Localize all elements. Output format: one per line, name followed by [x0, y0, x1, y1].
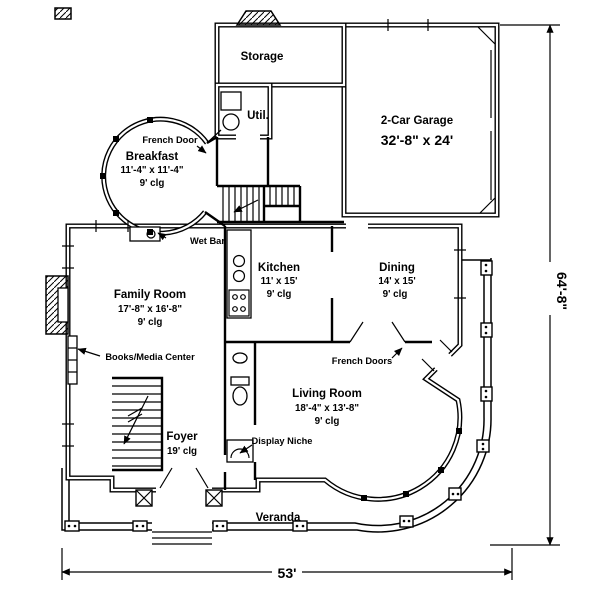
- foyer-label: Foyer: [166, 431, 198, 443]
- front-door-leaves: [159, 467, 209, 489]
- french-doors-callout: French Doors: [332, 356, 392, 366]
- display-niche-callout: Display Niche: [252, 436, 313, 446]
- french-doors-leaves: [349, 321, 406, 343]
- books-media-shelving: [67, 335, 78, 385]
- display-niche-fixture: [226, 439, 254, 463]
- french-doors-opening: [432, 351, 454, 373]
- living-room-ceiling: 9' clg: [315, 416, 340, 427]
- dining-label: Dining: [379, 262, 415, 274]
- garage-door-marks: [477, 26, 496, 214]
- breakfast-ceiling: 9' clg: [140, 178, 165, 189]
- interior-walls: [215, 137, 432, 490]
- family-room-ceiling: 9' clg: [138, 317, 163, 328]
- corner-french-doors-leaves: [421, 339, 453, 372]
- chimney: [54, 7, 282, 26]
- breakfast-label: Breakfast: [126, 151, 179, 163]
- breakfast-connector-walls: [204, 135, 226, 227]
- kitchen-size: 11' x 15': [261, 276, 298, 287]
- window-marks: [62, 19, 466, 501]
- front-steps: [152, 531, 212, 545]
- back-stair: [222, 186, 295, 222]
- callout-leaders: [77, 145, 403, 454]
- kitchen-ceiling: 9' clg: [267, 289, 292, 300]
- foyer-ceiling: 19' clg: [167, 446, 197, 457]
- family-room-label: Family Room: [114, 289, 186, 301]
- doors: [159, 129, 453, 489]
- dining-size: 14' x 15': [378, 276, 415, 287]
- dining-ceiling: 9' clg: [383, 289, 408, 300]
- kitchen-label: Kitchen: [258, 262, 300, 274]
- living-room-size: 18'-4" x 13'-8": [295, 403, 359, 414]
- french-door-leaf: [206, 129, 222, 144]
- veranda-label: Veranda: [256, 512, 301, 524]
- dimension-lines: [61, 24, 560, 580]
- fireplace: [45, 275, 69, 335]
- breakfast-size: 11'-4" x 11'-4": [121, 165, 184, 176]
- wet-bar-callout: Wet Bar: [190, 236, 225, 246]
- porch-columns: [135, 489, 223, 507]
- bath-fixtures: [230, 352, 250, 406]
- overall-depth-dimension: 64'-8": [554, 272, 570, 310]
- storage-label: Storage: [241, 51, 284, 63]
- front-door-opening: [156, 485, 212, 495]
- util-label: Util.: [247, 110, 269, 122]
- garage-label: 2-Car Garage: [381, 115, 453, 127]
- living-room-label: Living Room: [292, 388, 362, 400]
- kitchen-fixtures: [226, 229, 252, 319]
- family-room-size: 17'-8" x 16'-8": [118, 304, 182, 315]
- wall-openings: [156, 131, 454, 495]
- utility-fixtures: [220, 91, 242, 131]
- garage-size: 32'-8" x 24': [381, 132, 453, 148]
- overall-width-dimension: 53': [278, 565, 297, 581]
- veranda-posts: [64, 260, 493, 532]
- main-stair: [112, 376, 164, 472]
- french-door-callout: French Door: [142, 135, 198, 145]
- wet-bar-fixture: [129, 226, 161, 242]
- books-media-callout: Books/Media Center: [105, 352, 195, 362]
